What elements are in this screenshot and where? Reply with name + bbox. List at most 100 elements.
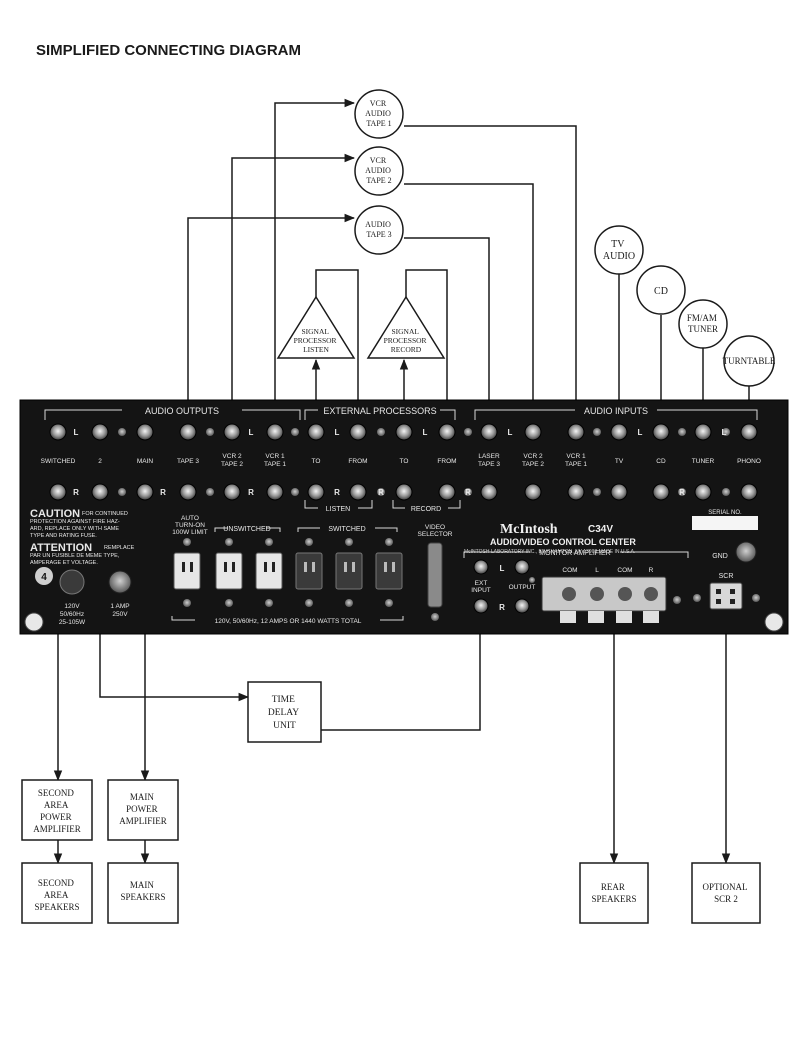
- fuse-line-1: 1 AMP: [110, 603, 129, 610]
- jack-listen-to-r[interactable]: [307, 483, 325, 501]
- jack-listen-to-l[interactable]: [307, 423, 325, 441]
- svg-text:TIME DELAY UNIT: TIME DELAY UNIT: [268, 695, 301, 731]
- jack-laser-in-r[interactable]: [480, 483, 498, 501]
- jack-vcr1-out-l[interactable]: [266, 423, 284, 441]
- caution-line-1: FOR CONTINUED: [82, 511, 128, 517]
- jack-listen-from-r[interactable]: [349, 483, 367, 501]
- outlet-switched-3[interactable]: [375, 552, 403, 590]
- outlet-unswitched-2[interactable]: [255, 552, 283, 590]
- jack-tape3-out-r[interactable]: [179, 483, 197, 501]
- svg-text:FM/AM TUNER: FM/AM TUNER: [687, 313, 719, 334]
- channel-l-7: L: [722, 428, 727, 437]
- scr-connector[interactable]: [709, 582, 743, 610]
- output-jack-r[interactable]: [514, 598, 530, 614]
- auto-turn-on-2: TURN-ON: [175, 522, 205, 529]
- jack-vcr1-in-l[interactable]: [567, 423, 585, 441]
- product-name: AUDIO/VIDEO CONTROL CENTER: [490, 537, 636, 547]
- jack-cd-in-l[interactable]: [652, 423, 670, 441]
- jack-main-r[interactable]: [136, 483, 154, 501]
- power-line-3: 25-105W: [59, 619, 86, 626]
- jack-vcr2-out-r[interactable]: [223, 483, 241, 501]
- channel-r-5: R: [378, 488, 384, 497]
- label-vcr2-top: VCR 2: [222, 453, 242, 460]
- jack-phono-in-r[interactable]: [740, 483, 758, 501]
- label-laser-top: LASER: [478, 453, 500, 460]
- svg-text:SIGNAL PROCESSOR R: SIGNAL PROCESSOR RECORD: [384, 327, 429, 354]
- attention-line-3: AMPERAGE ET VOLTAGE.: [30, 560, 98, 566]
- jack-vcr2-out-l[interactable]: [223, 423, 241, 441]
- attention-line-1: REMPLACE: [104, 545, 135, 551]
- monitor-jack-l-2[interactable]: [514, 559, 530, 575]
- jack-out2-r[interactable]: [91, 483, 109, 501]
- vcr1-label-3: TAPE 1: [366, 119, 391, 128]
- power-line-2: 50/60Hz: [60, 611, 84, 618]
- channel-r-4: R: [334, 488, 340, 497]
- monitor-jack-l-1[interactable]: [473, 559, 489, 575]
- second-amp-3: POWER: [40, 812, 72, 822]
- vcr1-label-1: VCR: [370, 99, 387, 108]
- fuse-holder-icon[interactable]: [108, 570, 132, 594]
- main-amp-1: MAIN: [130, 792, 154, 802]
- jack-laser-in-l[interactable]: [480, 423, 498, 441]
- jack-tuner-in-l[interactable]: [694, 423, 712, 441]
- wire-delay-ext: [321, 618, 485, 731]
- jack-vcr1-out-r[interactable]: [266, 483, 284, 501]
- attention-line-2: PAR UN FUSIBLE DE MEME TYPE,: [30, 553, 120, 559]
- outlet-switched-2[interactable]: [335, 552, 363, 590]
- main-speakers-box: MAIN SPEAKERS: [107, 862, 179, 924]
- svg-text:SECOND AREA SPEAKE: SECOND AREA SPEAKERS: [34, 878, 79, 912]
- label-laser-bottom: TAPE 3: [478, 461, 500, 468]
- outlet-auto[interactable]: [173, 552, 201, 590]
- channel-r-3: R: [248, 488, 254, 497]
- jack-record-to-r[interactable]: [395, 483, 413, 501]
- caution-line-2: PROTECTION AGAINST FIRE HAZ-: [30, 519, 120, 525]
- channel-r-6: R: [465, 488, 471, 497]
- jack-record-from-r[interactable]: [438, 483, 456, 501]
- source-vcr-tape-2: VCR AUDIO TAPE 2: [354, 146, 404, 196]
- jack-main-l[interactable]: [136, 423, 154, 441]
- jack-switched-l[interactable]: [49, 423, 67, 441]
- label-vcr2-in-bottom: TAPE 2: [522, 461, 544, 468]
- jack-record-from-l[interactable]: [438, 423, 456, 441]
- label-to-listen: TO: [312, 458, 321, 465]
- second-amp-2: AREA: [44, 800, 69, 810]
- jack-tape3-out-l[interactable]: [179, 423, 197, 441]
- channel-r-2: R: [160, 488, 166, 497]
- outlet-switched-1[interactable]: [295, 552, 323, 590]
- jack-out2-l[interactable]: [91, 423, 109, 441]
- wire-vcr1-play: [404, 125, 581, 422]
- jack-listen-from-l[interactable]: [349, 423, 367, 441]
- ac-outlets: [173, 552, 403, 590]
- main-amp-3: AMPLIFIER: [119, 816, 167, 826]
- ext-input-1: EXT: [475, 580, 488, 587]
- vcr2-label-2: AUDIO: [365, 166, 391, 175]
- jack-tv-in-l[interactable]: [610, 423, 628, 441]
- ground-terminal[interactable]: [735, 541, 757, 563]
- audio-outputs-header: AUDIO OUTPUTS: [145, 406, 219, 416]
- label-tape3: TAPE 3: [177, 458, 199, 465]
- outlet-unswitched-1[interactable]: [215, 552, 243, 590]
- time-delay-1: TIME: [272, 695, 295, 705]
- jack-phono-in-l[interactable]: [740, 423, 758, 441]
- cd-label: CD: [654, 286, 668, 297]
- caution-heading: CAUTION: [30, 508, 80, 520]
- channel-l-1: L: [74, 428, 79, 437]
- jack-record-to-l[interactable]: [395, 423, 413, 441]
- ext-input-2: INPUT: [471, 587, 491, 594]
- tv-label-2: AUDIO: [603, 251, 635, 262]
- jack-vcr2-in-l[interactable]: [524, 423, 542, 441]
- record-label-2: PROCESSOR: [384, 336, 427, 345]
- jack-tuner-in-r[interactable]: [694, 483, 712, 501]
- jack-switched-r[interactable]: [49, 483, 67, 501]
- channel-r-7: R: [679, 488, 685, 497]
- record-label-1: SIGNAL: [391, 327, 419, 336]
- channel-l-4: L: [423, 428, 428, 437]
- jack-tv-in-r[interactable]: [610, 483, 628, 501]
- jack-vcr1-in-r[interactable]: [567, 483, 585, 501]
- svg-text:REAR SPEAKERS: REAR SPEAKERS: [591, 882, 636, 904]
- jack-vcr2-in-r[interactable]: [524, 483, 542, 501]
- video-selector-connector[interactable]: [427, 542, 443, 608]
- jack-cd-in-r[interactable]: [652, 483, 670, 501]
- tuner-label-2: TUNER: [688, 324, 718, 334]
- ext-input-jack-r[interactable]: [473, 598, 489, 614]
